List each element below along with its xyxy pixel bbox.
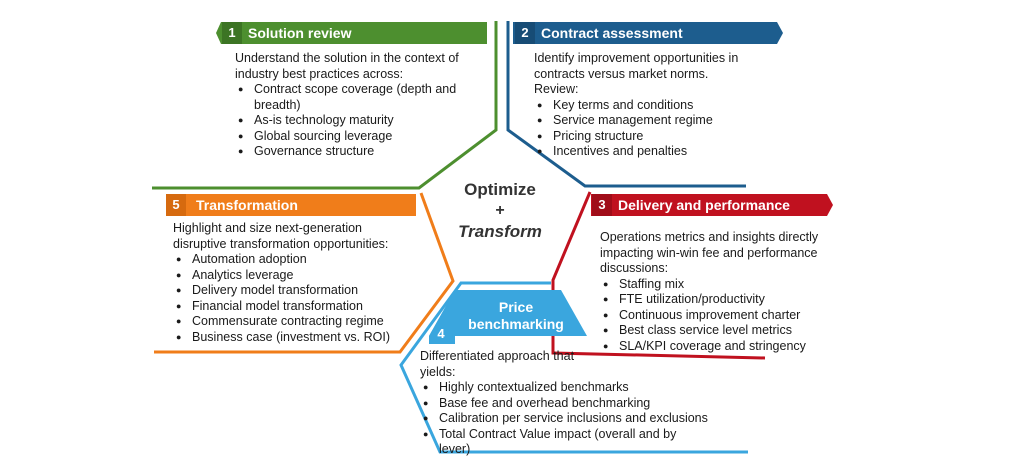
center-transform: Transform xyxy=(458,222,542,241)
section-2-bullet: Pricing structure xyxy=(534,129,774,145)
section-3-header: 3 Delivery and performance xyxy=(591,194,833,216)
section-4-bullets: Highly contextualized benchmarks Base fe… xyxy=(420,380,750,458)
section-3-bullet: Staffing mix xyxy=(600,277,840,293)
section-1-bullet: Contract scope coverage (depth and xyxy=(235,82,490,98)
section-2-bullets: Key terms and conditions Service managem… xyxy=(534,98,774,160)
section-5-bullet: Commensurate contracting regime xyxy=(173,314,423,330)
section-4-intro-line: Differentiated approach that xyxy=(420,349,575,363)
section-5-bullet: Automation adoption xyxy=(173,252,423,268)
section-3-bullet: FTE utilization/productivity xyxy=(600,292,840,308)
section-2-number: 2 xyxy=(515,22,535,44)
section-2-intro-line: contracts versus market norms. xyxy=(534,66,709,81)
section-1-title: Solution review xyxy=(248,25,352,41)
section-2-bullet: Key terms and conditions xyxy=(534,98,774,114)
center-label: Optimize + Transform xyxy=(440,180,560,242)
section-2-bullet: Service management regime xyxy=(534,113,774,129)
section-3-intro-line: Operations metrics and insights directly xyxy=(600,230,819,244)
section-5-intro-line: Highlight and size next-generation xyxy=(173,221,363,235)
section-3-intro-line: impacting win-win fee and performance xyxy=(600,245,818,260)
center-plus: + xyxy=(495,202,505,219)
section-5-header: 5 Transformation xyxy=(166,194,416,216)
orange-divider-line xyxy=(154,192,455,354)
section-5-bullet: Financial model transformation xyxy=(173,299,423,315)
section-4-bullet-continuation: lever) xyxy=(420,442,750,458)
section-4-bullet: Calibration per service inclusions and e… xyxy=(420,411,750,427)
section-5-bullets: Automation adoption Analytics leverage D… xyxy=(173,252,423,345)
section-5-body: Highlight and size next-generation disru… xyxy=(173,221,423,345)
section-3-bullet: Continuous improvement charter xyxy=(600,308,840,324)
section-4-title: Price benchmarking xyxy=(455,299,577,333)
section-3-bullet: SLA/KPI coverage and stringency xyxy=(600,339,840,355)
section-1-bullet: Global sourcing leverage xyxy=(235,129,490,145)
section-1-header: 1 Solution review xyxy=(216,22,487,44)
section-3-title: Delivery and performance xyxy=(618,197,790,213)
section-5-title: Transformation xyxy=(196,197,298,213)
section-4-bullet: Highly contextualized benchmarks xyxy=(420,380,750,396)
section-1-bullet: Governance structure xyxy=(235,144,490,160)
section-1-intro-line: Understand the solution in the context o… xyxy=(235,51,459,65)
section-1-bullet: As-is technology maturity xyxy=(235,113,490,129)
section-4-header: 4 Price benchmarking xyxy=(427,290,591,344)
section-4-title-line: benchmarking xyxy=(468,316,564,332)
section-2-bullet: Incentives and penalties xyxy=(534,144,774,160)
section-2-body: Identify improvement opportunities in co… xyxy=(534,51,774,160)
section-3-body: Operations metrics and insights directly… xyxy=(600,230,840,354)
section-5-intro-line: disruptive transformation opportunities: xyxy=(173,236,389,251)
center-optimize: Optimize xyxy=(464,180,536,199)
section-4-bullet: Base fee and overhead benchmarking xyxy=(420,396,750,412)
section-1-intro-line: industry best practices across: xyxy=(235,66,404,81)
section-1-number: 1 xyxy=(222,22,242,44)
section-4-bullet-continuation-text: lever) xyxy=(439,442,471,456)
section-4-intro-line: yields: xyxy=(420,364,456,379)
section-2-title: Contract assessment xyxy=(541,25,683,41)
section-5-bullet: Business case (investment vs. ROI) xyxy=(173,330,423,346)
cyan-divider-line xyxy=(399,281,748,454)
section-4-header-shape xyxy=(429,290,587,344)
section-3-bullet: Best class service level metrics xyxy=(600,323,840,339)
section-3-bullets: Staffing mix FTE utilization/productivit… xyxy=(600,277,840,355)
section-1-bullet-continuation-text: breadth) xyxy=(254,97,301,112)
section-5-number: 5 xyxy=(166,194,186,216)
section-1-body: Understand the solution in the context o… xyxy=(235,51,490,160)
section-5-bullet: Analytics leverage xyxy=(173,268,423,284)
section-1-bullets: Contract scope coverage (depth and bread… xyxy=(235,82,490,160)
section-1-bullet-continuation: breadth) xyxy=(235,98,490,114)
section-2-intro-line: Review: xyxy=(534,82,579,96)
section-3-number: 3 xyxy=(592,194,612,216)
section-2-intro-line: Identify improvement opportunities in xyxy=(534,51,739,65)
section-5-bullet: Delivery model transformation xyxy=(173,283,423,299)
section-3-intro-line: discussions: xyxy=(600,261,669,275)
section-4-number: 4 xyxy=(437,326,445,341)
section-4-bullet: Total Contract Value impact (overall and… xyxy=(420,427,750,443)
section-2-header: 2 Contract assessment xyxy=(513,22,783,44)
section-4-body: Differentiated approach that yields: Hig… xyxy=(420,349,750,458)
section-4-title-line: Price xyxy=(498,299,534,315)
